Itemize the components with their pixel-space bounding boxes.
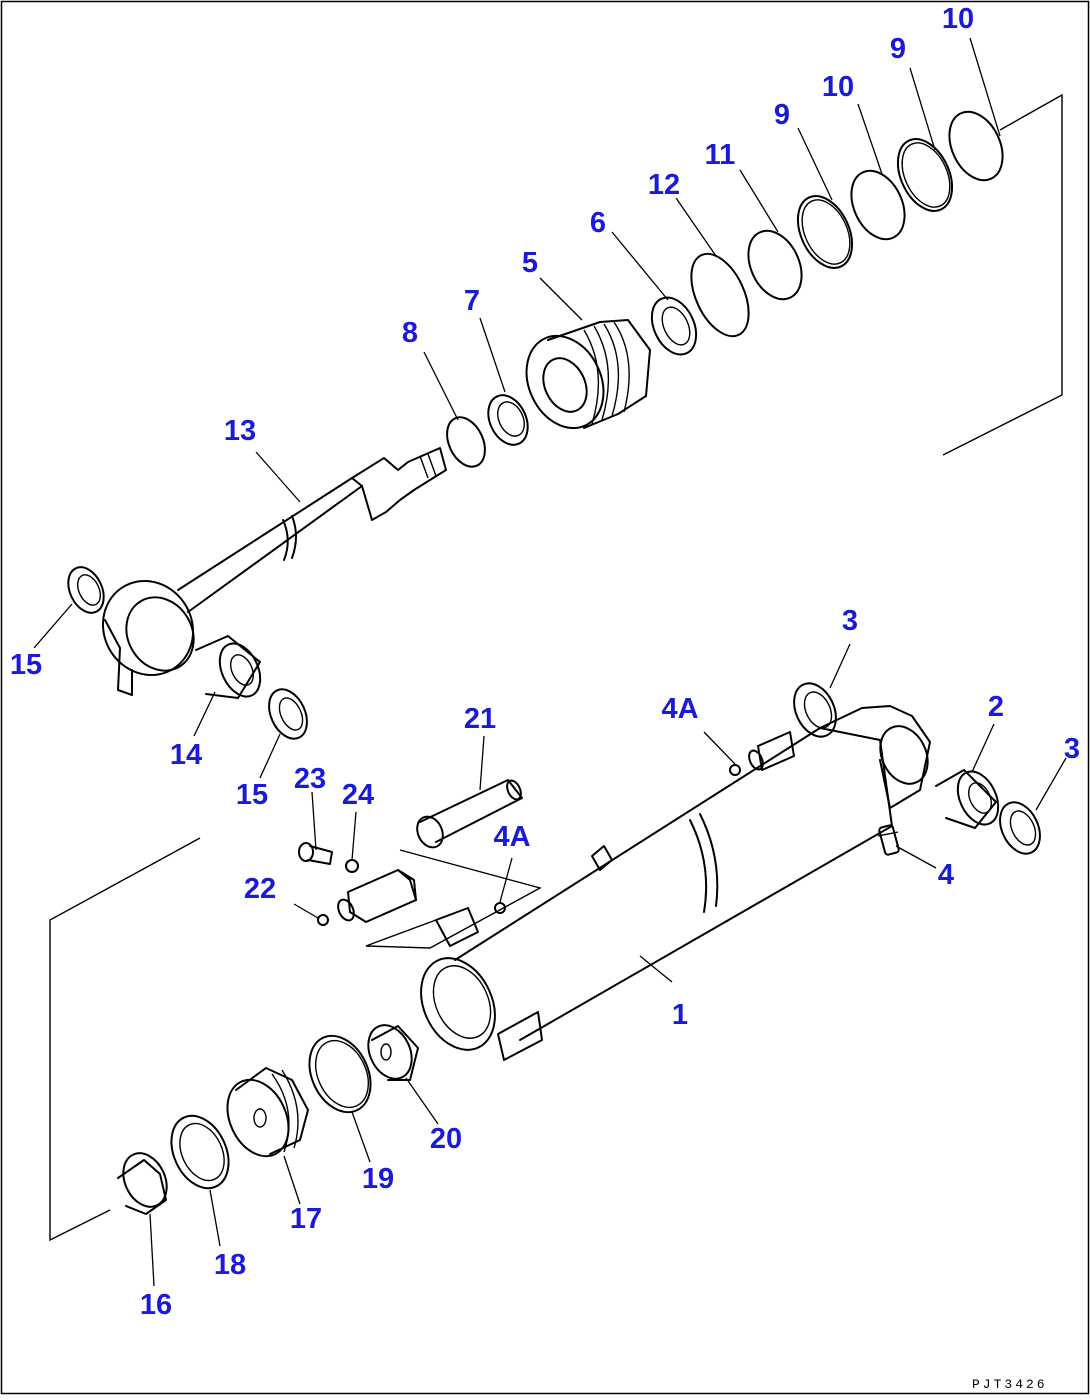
callout-19: 19 xyxy=(362,1163,394,1195)
callout-9-left: 9 xyxy=(774,99,790,131)
callout-13: 13 xyxy=(224,415,256,447)
grease-fitting-4 xyxy=(877,824,900,856)
leader-lines xyxy=(33,37,1067,1287)
upper-group-outline xyxy=(942,93,1063,456)
washer-24 xyxy=(345,859,359,873)
dust-seal-15-left xyxy=(67,566,105,614)
cylinder-tube-1 xyxy=(420,705,931,1061)
callout-6: 6 xyxy=(590,207,606,239)
lower-group-outline xyxy=(49,837,201,1242)
seal-11 xyxy=(747,229,803,301)
dust-seal-3-right xyxy=(999,801,1041,855)
bushing-16 xyxy=(117,1152,168,1215)
callout-20: 20 xyxy=(430,1123,462,1155)
callout-18: 18 xyxy=(214,1249,246,1281)
collar-7 xyxy=(487,394,529,446)
wear-ring-6 xyxy=(650,296,698,356)
o-ring-19 xyxy=(308,1034,372,1114)
lower-assembly xyxy=(49,682,1041,1242)
nut-20 xyxy=(367,1024,419,1081)
o-ring-22 xyxy=(317,914,329,926)
dust-seal-3-top xyxy=(793,682,837,738)
callout-4A-lower: 4A xyxy=(493,821,530,853)
callout-3-right: 3 xyxy=(1064,733,1080,765)
callout-1: 1 xyxy=(672,999,688,1031)
callout-5: 5 xyxy=(522,247,538,279)
bolt-23 xyxy=(298,842,333,865)
callout-numbers: 1 2 3 3 4 4A 4A 5 6 7 8 9 9 10 10 11 12 … xyxy=(10,3,1080,1321)
callout-12: 12 xyxy=(648,169,680,201)
callout-21: 21 xyxy=(464,703,496,735)
plug-4A-top xyxy=(729,764,741,776)
piston-5 xyxy=(525,319,651,430)
callout-22: 22 xyxy=(244,873,276,905)
bushing-14 xyxy=(195,635,262,699)
snap-ring-8 xyxy=(446,416,486,468)
callout-10-left: 10 xyxy=(822,71,854,103)
callout-2: 2 xyxy=(988,691,1004,723)
callout-17: 17 xyxy=(290,1203,322,1235)
drawing-code: PJT3426 xyxy=(972,1377,1048,1392)
seal-10-top xyxy=(948,110,1004,182)
callout-4A-top: 4A xyxy=(661,693,698,725)
callout-3-top: 3 xyxy=(842,605,858,637)
bushing-2 xyxy=(935,769,1000,829)
elbow-fitting xyxy=(435,907,479,947)
callout-7: 7 xyxy=(464,285,480,317)
dust-seal-15-right xyxy=(268,688,308,740)
callout-23: 23 xyxy=(294,763,326,795)
callout-9-right: 9 xyxy=(890,33,906,65)
seal-12 xyxy=(690,252,750,338)
pipe-guide-lines xyxy=(365,849,542,949)
callout-15-right: 15 xyxy=(236,779,268,811)
plug-4A-lower xyxy=(494,902,506,914)
upper-assembly xyxy=(67,93,1063,740)
callout-11: 11 xyxy=(705,139,736,171)
seal-9-upper xyxy=(796,195,854,269)
callout-24: 24 xyxy=(342,779,374,811)
valve-block xyxy=(337,869,417,923)
valve-fitting-upper xyxy=(748,731,795,771)
seal-18 xyxy=(170,1114,230,1190)
cylinder-head-17 xyxy=(226,1067,309,1158)
pipe-21 xyxy=(416,779,523,849)
piston-rod-13 xyxy=(101,447,447,696)
seal-9-top xyxy=(896,138,954,212)
callout-8: 8 xyxy=(402,317,418,349)
callout-14: 14 xyxy=(170,739,202,771)
seal-10-upper xyxy=(850,169,906,241)
callout-16: 16 xyxy=(140,1289,172,1321)
callout-4: 4 xyxy=(938,859,954,891)
callout-15-left: 15 xyxy=(10,649,42,681)
callout-10-right: 10 xyxy=(942,3,974,35)
